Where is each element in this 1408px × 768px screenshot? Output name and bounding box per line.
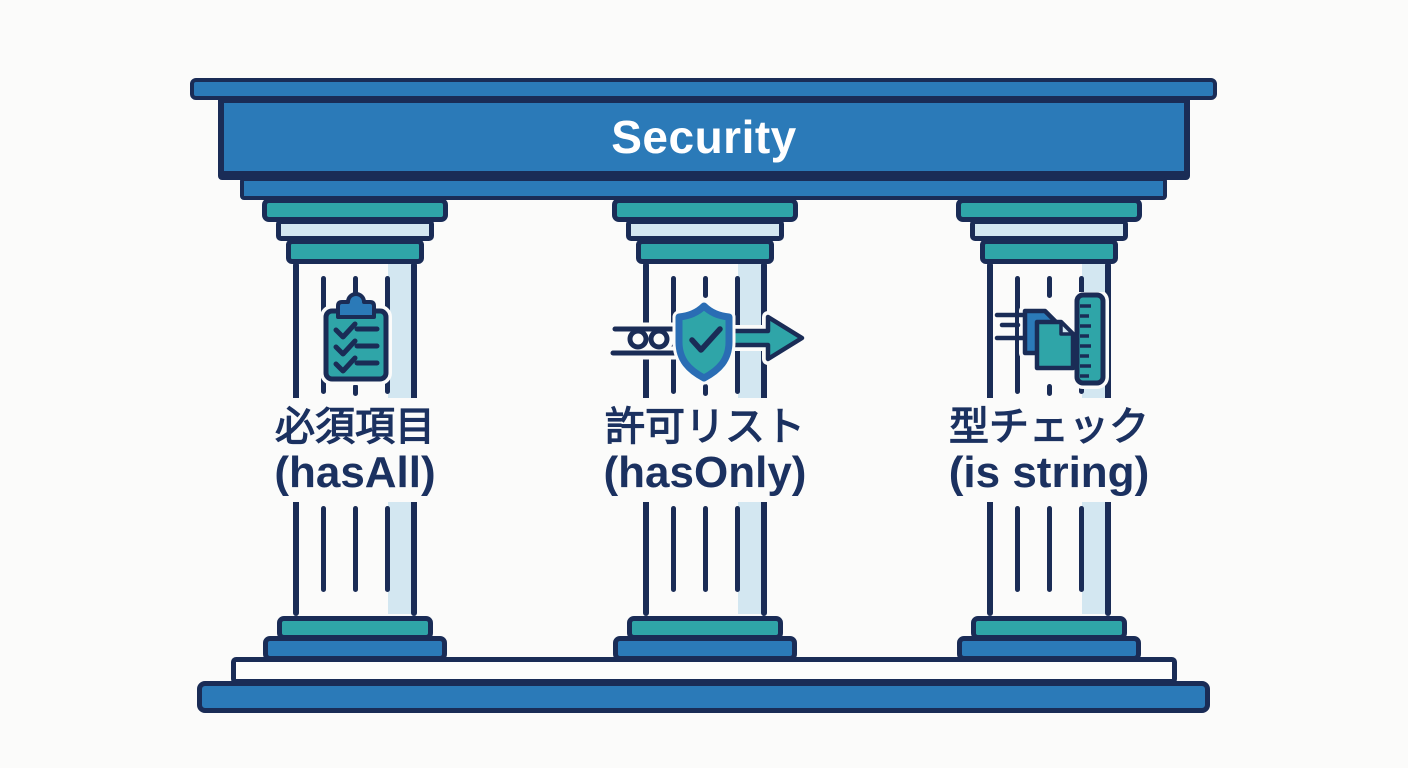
base-tier-bottom bbox=[613, 636, 797, 661]
capital-tier-top bbox=[956, 198, 1142, 222]
pillar-label: 型チェック (is string) bbox=[929, 398, 1169, 502]
pillar-label-japanese: 許可リスト bbox=[605, 405, 805, 449]
capital-tier-middle bbox=[276, 219, 434, 241]
cornice-bar bbox=[190, 78, 1217, 100]
base-tier-bottom bbox=[957, 636, 1141, 661]
capital-tier-bottom bbox=[636, 239, 774, 264]
pillar-label-japanese: 型チェック bbox=[949, 405, 1149, 449]
shield-check-arrow-icon bbox=[606, 299, 806, 385]
pillar-label-japanese: 必須項目 bbox=[275, 405, 435, 449]
capital-tier-bottom bbox=[980, 239, 1118, 264]
checklist-clipboard-icon bbox=[320, 292, 392, 385]
base-platform bbox=[197, 681, 1210, 713]
capital-tier-middle bbox=[626, 219, 784, 241]
pillar-isstring: 型チェック (is string) bbox=[929, 198, 1169, 663]
pillar-label: 許可リスト (hasOnly) bbox=[585, 398, 825, 502]
architrave-bar bbox=[240, 177, 1167, 200]
pillar-label-code: (is string) bbox=[948, 448, 1150, 497]
pillar-hasall: 必須項目 (hasAll) bbox=[235, 198, 475, 663]
pillar-label: 必須項目 (hasAll) bbox=[235, 398, 475, 502]
diagram-title: Security bbox=[611, 111, 797, 163]
capital-tier-top bbox=[262, 198, 448, 222]
base-tier-bottom bbox=[263, 636, 447, 661]
capital-tier-middle bbox=[970, 219, 1128, 241]
documents-ruler-icon bbox=[994, 292, 1109, 389]
pillar-label-code: (hasOnly) bbox=[603, 448, 807, 497]
capital-tier-top bbox=[612, 198, 798, 222]
pillar-label-code: (hasAll) bbox=[274, 448, 436, 497]
pillar-hasonly: 許可リスト (hasOnly) bbox=[585, 198, 825, 663]
capital-tier-bottom bbox=[286, 239, 424, 264]
entablature: Security bbox=[218, 93, 1190, 180]
